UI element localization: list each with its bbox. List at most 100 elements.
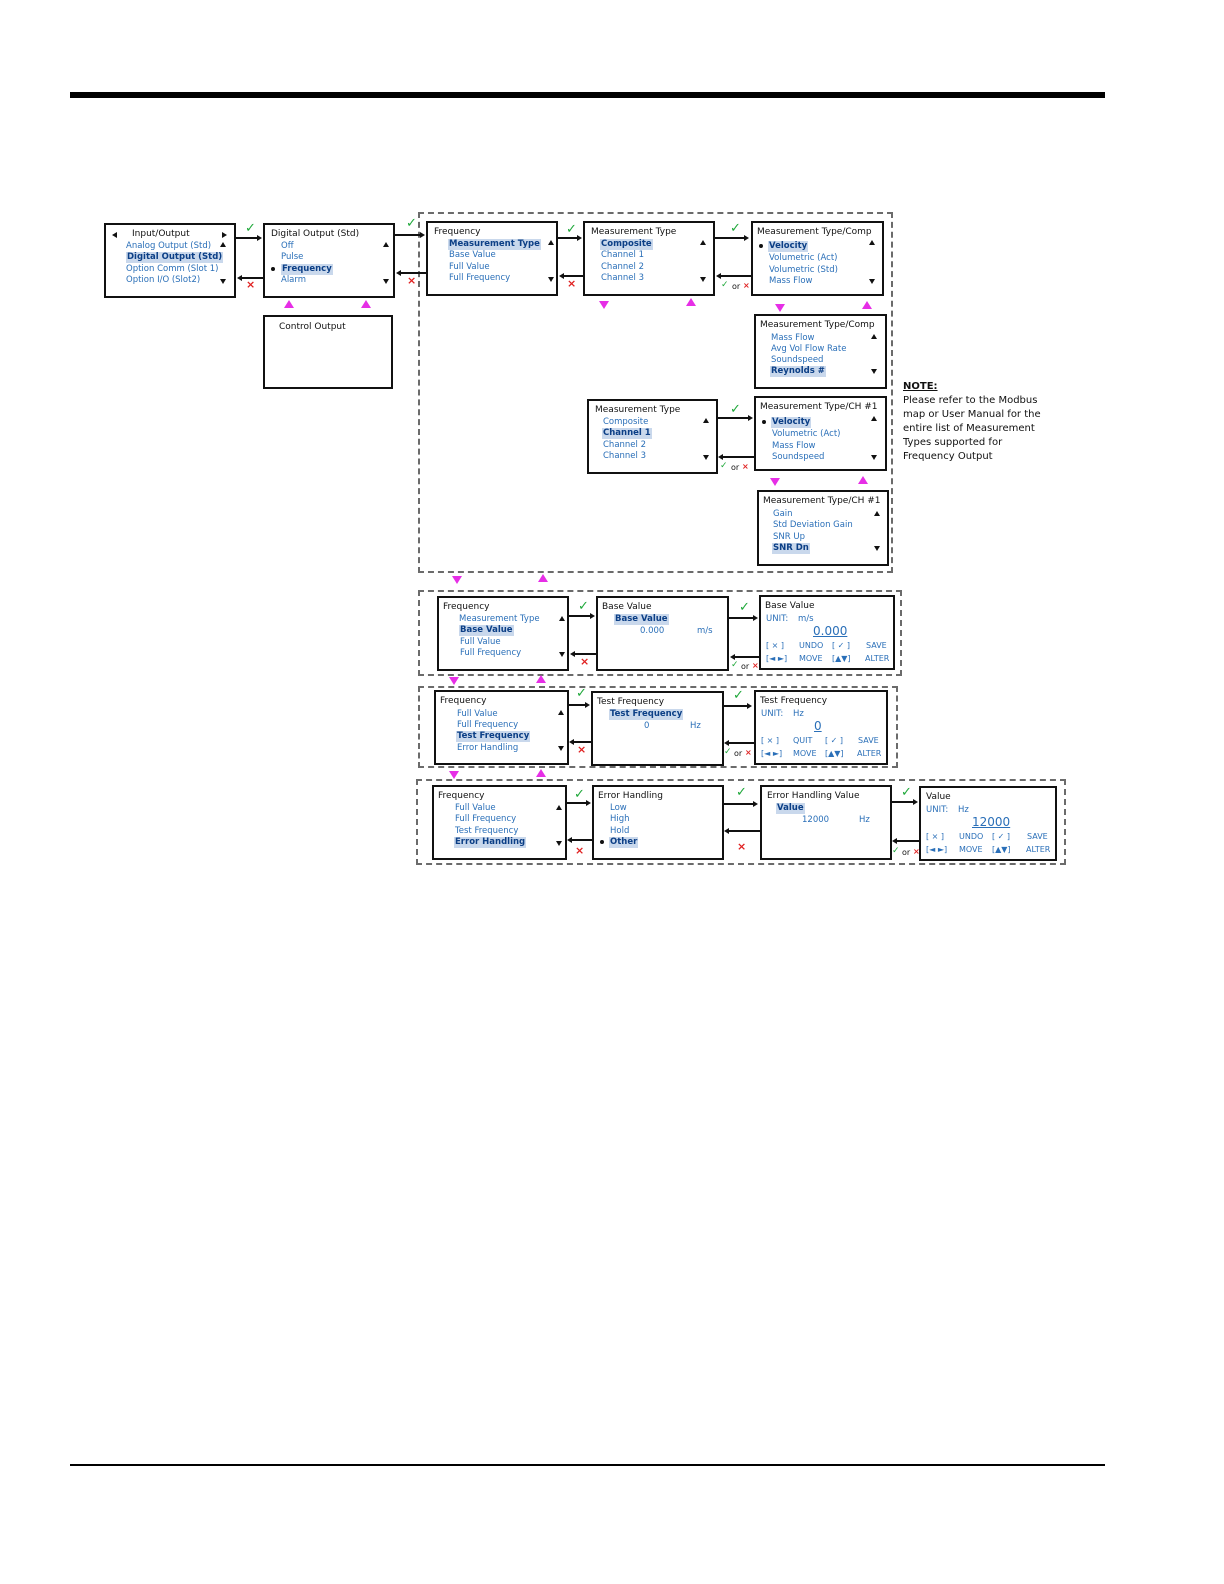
menu-item-selected[interactable]: Test Frequency [609,709,684,720]
menu-item[interactable]: Option Comm (Slot 1) [126,264,219,274]
menu-item-selected[interactable]: Composite [600,239,653,250]
key-confirm[interactable]: [ ✓ ] [825,736,844,745]
menu-item-selected[interactable]: Velocity [771,417,812,428]
menu-item[interactable]: Std Deviation Gain [773,520,853,530]
check-icon: ✓ [736,785,747,800]
menu-item[interactable]: Full Value [460,637,501,647]
menu-item[interactable]: Base Value [449,250,496,260]
menu-item[interactable]: Analog Output (Std) [126,241,212,251]
key-left-right[interactable]: [◄ ►] [926,845,948,854]
menu-item[interactable]: Mass Flow [771,333,815,343]
edit-value-text[interactable]: 12000 [972,815,1011,829]
menu-item-selected[interactable]: Other [609,837,639,848]
menu-item-selected[interactable]: Velocity [768,241,809,252]
menu-item[interactable]: Mass Flow [769,276,813,286]
unit-value: Hz [958,805,969,815]
menu-item[interactable]: Avg Vol Flow Rate [771,344,847,354]
menu-item[interactable]: Volumetric (Act) [769,253,838,263]
note-line: Types supported for [903,437,1003,448]
forward-connector [569,704,586,706]
menu-item-selected[interactable]: SNR Dn [772,543,810,554]
menu-item-selected[interactable]: Frequency [281,264,333,275]
menu-title: Test Frequency [597,697,665,707]
menu-item[interactable]: Full Value [457,709,498,719]
menu-item-selected[interactable]: Digital Output (Std) [126,252,224,263]
check-icon: ✓ [731,660,739,670]
menu-item[interactable]: Full Value [455,803,496,813]
menu-item[interactable]: Channel 3 [601,273,645,283]
key-cancel[interactable]: [ × ] [766,641,785,650]
edit-value-text[interactable]: 0 [814,719,822,733]
right-arrow-icon [747,703,752,709]
or-label: or [902,848,911,857]
menu-item-selected[interactable]: Test Frequency [456,731,531,742]
menu-item-selected[interactable]: Value [776,803,805,814]
menu-item[interactable]: Pulse [281,252,304,262]
menu-item-selected[interactable]: Error Handling [454,837,527,848]
bullet-icon [759,244,763,248]
cross-icon: × [742,462,749,471]
menu-item[interactable]: Measurement Type [459,614,540,624]
menu-item[interactable]: Full Frequency [457,720,519,730]
left-arrow-icon [730,654,735,660]
menu-item[interactable]: Volumetric (Std) [769,265,838,275]
left-arrow-icon [716,273,721,279]
check-icon: ✓ [406,216,417,231]
key-left-right[interactable]: [◄ ►] [766,654,788,663]
menu-item[interactable]: High [610,814,630,824]
edit-value-text[interactable]: 0.000 [813,624,848,638]
edit-value[interactable]: 0.000 [813,624,847,638]
menu-item[interactable]: Channel 2 [603,440,647,450]
menu-item[interactable]: Channel 1 [601,250,645,260]
menu-item[interactable]: SNR Up [773,532,805,542]
menu-item-selected[interactable]: Base Value [459,625,514,636]
key-cancel[interactable]: [ × ] [926,832,945,841]
menu-item[interactable]: Mass Flow [772,441,816,451]
back-connector [897,840,919,842]
menu-item[interactable]: Volumetric (Act) [772,429,841,439]
cross-icon: × [246,278,256,291]
menu-item[interactable]: Full Frequency [460,648,522,658]
menu-title: Error Handling [598,791,663,801]
back-connector [735,656,759,658]
forward-connector [729,617,754,619]
key-up-down[interactable]: [▲▼] [992,845,1011,854]
menu-item-selected[interactable]: Channel 1 [602,428,652,439]
key-confirm[interactable]: [ ✓ ] [992,832,1011,841]
menu-item[interactable]: Soundspeed [772,452,825,462]
key-left-right[interactable]: [◄ ►] [761,749,783,758]
menu-item[interactable]: Test Frequency [455,826,519,836]
key-cancel[interactable]: [ × ] [761,736,780,745]
menu-item[interactable]: Composite [603,417,649,427]
menu-item[interactable]: Gain [773,509,793,519]
menu-item[interactable]: Error Handling [457,743,519,753]
key-up-down[interactable]: [▲▼] [825,749,844,758]
down-arrow-icon [869,279,875,284]
menu-item[interactable]: Alarm [281,275,307,285]
menu-item-selected[interactable]: Measurement Type [448,239,541,250]
right-arrow-icon [577,235,582,241]
note-line: Please refer to the Modbus [903,395,1038,406]
menu-item[interactable]: Full Frequency [455,814,517,824]
menu-item[interactable]: Full Value [449,262,490,272]
key-confirm[interactable]: [ ✓ ] [832,641,851,650]
edit-value[interactable]: 12000 [972,815,1010,829]
menu-title: Frequency [440,696,487,706]
edit-value[interactable]: 0 [814,719,822,733]
menu-item[interactable]: Off [281,241,294,251]
nav-up-arrow-icon [686,298,696,306]
editor-title: Test Frequency [760,696,828,706]
check-icon: ✓ [721,280,729,290]
menu-item[interactable]: Full Frequency [449,273,511,283]
measurement-type-menu-channel: Measurement Type Composite Channel 1 Cha… [587,399,718,474]
menu-item[interactable]: Low [610,803,627,813]
cross-icon: × [567,277,577,290]
menu-item-selected[interactable]: Base Value [614,614,669,625]
menu-item[interactable]: Hold [610,826,630,836]
menu-item[interactable]: Channel 2 [601,262,645,272]
menu-item[interactable]: Soundspeed [771,355,824,365]
menu-item[interactable]: Option I/O (Slot2) [126,275,201,285]
menu-item-selected[interactable]: Reynolds # [770,366,826,377]
key-up-down[interactable]: [▲▼] [832,654,851,663]
menu-item[interactable]: Channel 3 [603,451,647,461]
